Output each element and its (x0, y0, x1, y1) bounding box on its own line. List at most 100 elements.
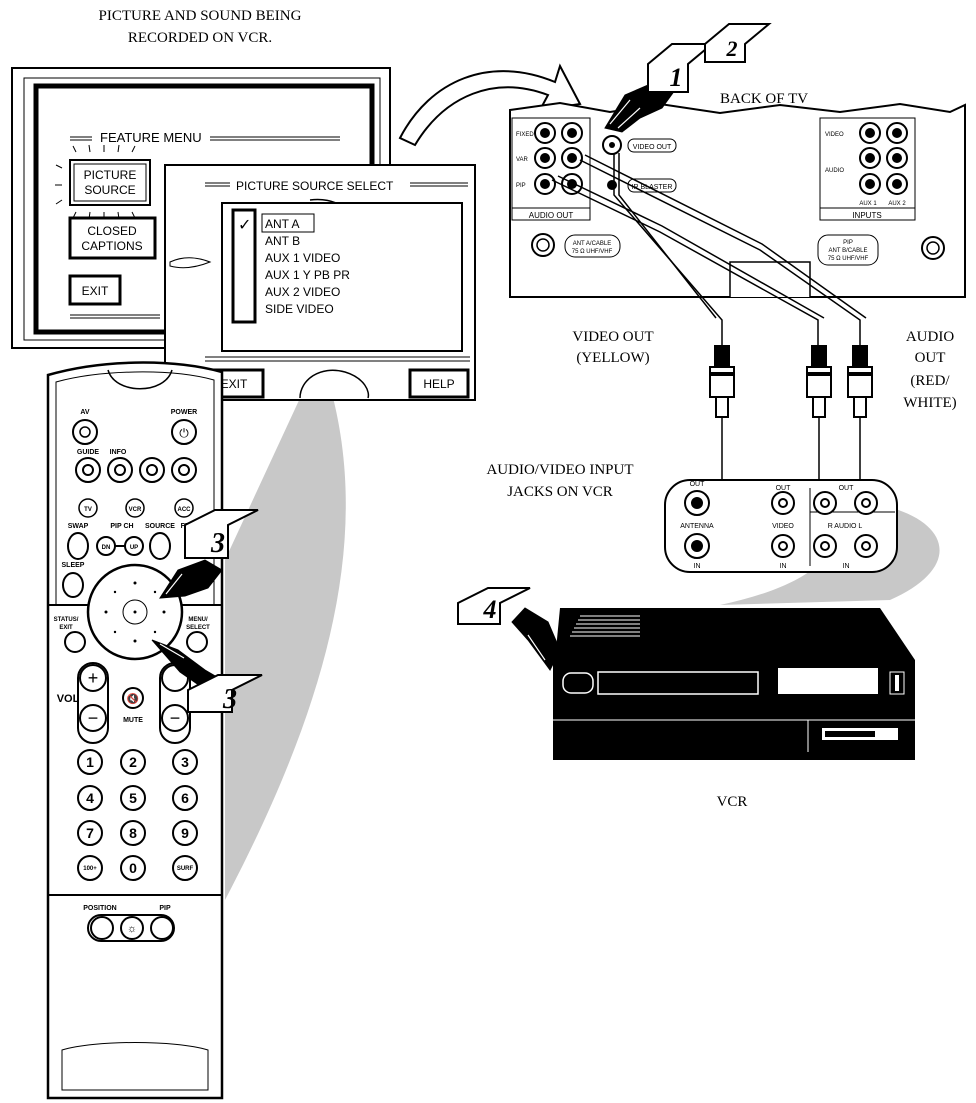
remote-acc-label: ACC (178, 507, 192, 513)
remote-status-label-2: EXIT (59, 625, 73, 631)
step-3a-label: 3 (210, 528, 225, 559)
vcr-video-in-label: IN (780, 563, 787, 570)
fixed-label: FIXED (516, 132, 534, 138)
source-item-ant-b[interactable]: ANT B (265, 234, 300, 248)
source-item-aux1-video[interactable]: AUX 1 VIDEO (265, 251, 340, 265)
remote-source-label: SOURCE (145, 523, 175, 530)
remote-tv-label: TV (84, 507, 92, 513)
av-input-caption-2: JACKS ON VCR (507, 484, 613, 500)
feature-exit-button[interactable]: EXIT (70, 276, 120, 304)
remote-digit-label: 6 (181, 790, 189, 806)
inputs-audio-label: AUDIO (825, 168, 844, 174)
source-help-button[interactable]: HELP (410, 370, 468, 397)
ch-minus-icon: − (170, 708, 181, 728)
vcr-audio-in-label: IN (843, 563, 850, 570)
rca-plugs (710, 345, 872, 417)
remote-pip-label: PIP (159, 905, 171, 912)
source-item-aux2-video[interactable]: AUX 2 VIDEO (265, 285, 340, 299)
remote-status-label-1: STATUS/ (54, 617, 79, 623)
picture-source-label-2: SOURCE (84, 183, 135, 197)
remote-vol-label: VOL (57, 693, 80, 705)
remote-digit-label: 5 (129, 790, 137, 806)
audio-out-caption-1: AUDIO (906, 329, 954, 345)
source-exit-label: EXIT (221, 377, 248, 391)
remote-vcr-label: VCR (129, 507, 142, 513)
remote-digit-label: 8 (129, 825, 137, 841)
remote-menu-button[interactable] (187, 632, 207, 652)
remote-digit-label: 100+ (83, 866, 97, 872)
source-item-aux1-ypbpr[interactable]: AUX 1 Y PB PR (265, 268, 350, 282)
checkmark-icon: ✓ (238, 217, 251, 234)
pip-ant-label-1: PIP (843, 240, 853, 246)
remote-digit-label: 4 (86, 790, 94, 806)
audio-out-caption-2: OUT (915, 350, 946, 366)
video-out-caption-1: VIDEO OUT (572, 329, 653, 345)
var-label: VAR (516, 157, 529, 163)
pip-ant-label-3: 75 Ω UHF/VHF (828, 256, 869, 262)
remote-guide-label: GUIDE (77, 449, 100, 456)
remote-up-label: UP (130, 545, 138, 551)
inputs-video-label: VIDEO (825, 132, 844, 138)
vcr-audio-out-label: OUT (839, 485, 855, 492)
remote-position-label: POSITION (83, 905, 116, 912)
closed-captions-label-2: CAPTIONS (81, 239, 142, 253)
feature-menu-title: FEATURE MENU (100, 130, 202, 145)
aux1-label: AUX 1 (859, 201, 877, 207)
ant-a-label-2: 75 Ω UHF/VHF (572, 249, 613, 255)
remote-sleep-button[interactable] (63, 573, 83, 597)
remote-position-button[interactable] (91, 917, 113, 939)
pip-label: PIP (516, 183, 526, 189)
video-out-caption-2: (YELLOW) (576, 350, 649, 366)
remote-digit-label: 9 (181, 825, 189, 841)
picture-source-button[interactable]: PICTURE SOURCE (70, 160, 150, 205)
step-2-tag: 2 (705, 24, 769, 62)
step-2-label: 2 (726, 36, 738, 61)
source-item-side-video[interactable]: SIDE VIDEO (265, 302, 334, 316)
ir-blaster-label: IR BLASTER (632, 184, 673, 191)
step-4-label: 4 (483, 595, 497, 624)
top-caption-line1: PICTURE AND SOUND BEING (99, 8, 302, 24)
rca-plug-video (710, 345, 734, 417)
remote-digit-label: 0 (129, 860, 137, 876)
remote-menu-label-2: SELECT (186, 625, 210, 631)
remote-swap-label: SWAP (68, 523, 89, 530)
tv-back-panel: BACK OF TV AUDIO OUT FIXED VAR PIP VIDEO… (510, 91, 965, 297)
minus-icon: − (88, 708, 99, 728)
audio-out-caption-3: (RED/ (910, 373, 950, 389)
remote-digit-label: SURF (177, 866, 194, 872)
source-help-label: HELP (423, 377, 454, 391)
picture-source-label-1: PICTURE (84, 168, 137, 182)
source-select-title: PICTURE SOURCE SELECT (236, 179, 394, 193)
closed-captions-button[interactable]: CLOSED CAPTIONS (70, 218, 155, 258)
vcr-power-button[interactable] (563, 673, 593, 693)
remote-sleep-label: SLEEP (62, 562, 85, 569)
remote-digit-label: 1 (86, 754, 94, 770)
ant-a-label-1: ANT A/CABLE (573, 241, 612, 247)
vcr-device (553, 608, 915, 760)
plus-icon: + (88, 668, 99, 688)
remote-digit-label: 2 (129, 754, 137, 770)
remote-mute-label: MUTE (123, 717, 143, 724)
audio-out-caption-4: WHITE) (903, 395, 956, 411)
source-item-ant-a[interactable]: ANT A (265, 217, 299, 231)
vcr-ant-in-label: IN (694, 563, 701, 570)
vcr-video-out-label: OUT (776, 485, 792, 492)
power-icon: ⏻ (179, 426, 189, 440)
picture-source-select-panel: PICTURE SOURCE SELECT ✓ ANT A ANT B AUX … (165, 165, 475, 400)
remote-digit-label: 7 (86, 825, 94, 841)
shadow-wedge (225, 355, 346, 900)
vcr-caption: VCR (717, 794, 748, 810)
vcr-jack-panel: OUT ANTENNA IN OUT VIDEO IN OUT R AUDIO … (665, 480, 897, 572)
remote-swap-button[interactable] (68, 533, 88, 559)
step-1-tag: 1 (648, 44, 712, 92)
feature-exit-label: EXIT (82, 284, 109, 298)
video-out-label: VIDEO OUT (633, 144, 672, 151)
remote-pipch-label: PIP CH (110, 523, 133, 530)
remote-pip-button[interactable] (151, 917, 173, 939)
remote-status-button[interactable] (65, 632, 85, 652)
remote-power-label: POWER (171, 409, 197, 416)
remote-info-label: INFO (110, 449, 127, 456)
remote-source-button[interactable] (150, 533, 170, 559)
back-of-tv-caption: BACK OF TV (720, 91, 808, 107)
